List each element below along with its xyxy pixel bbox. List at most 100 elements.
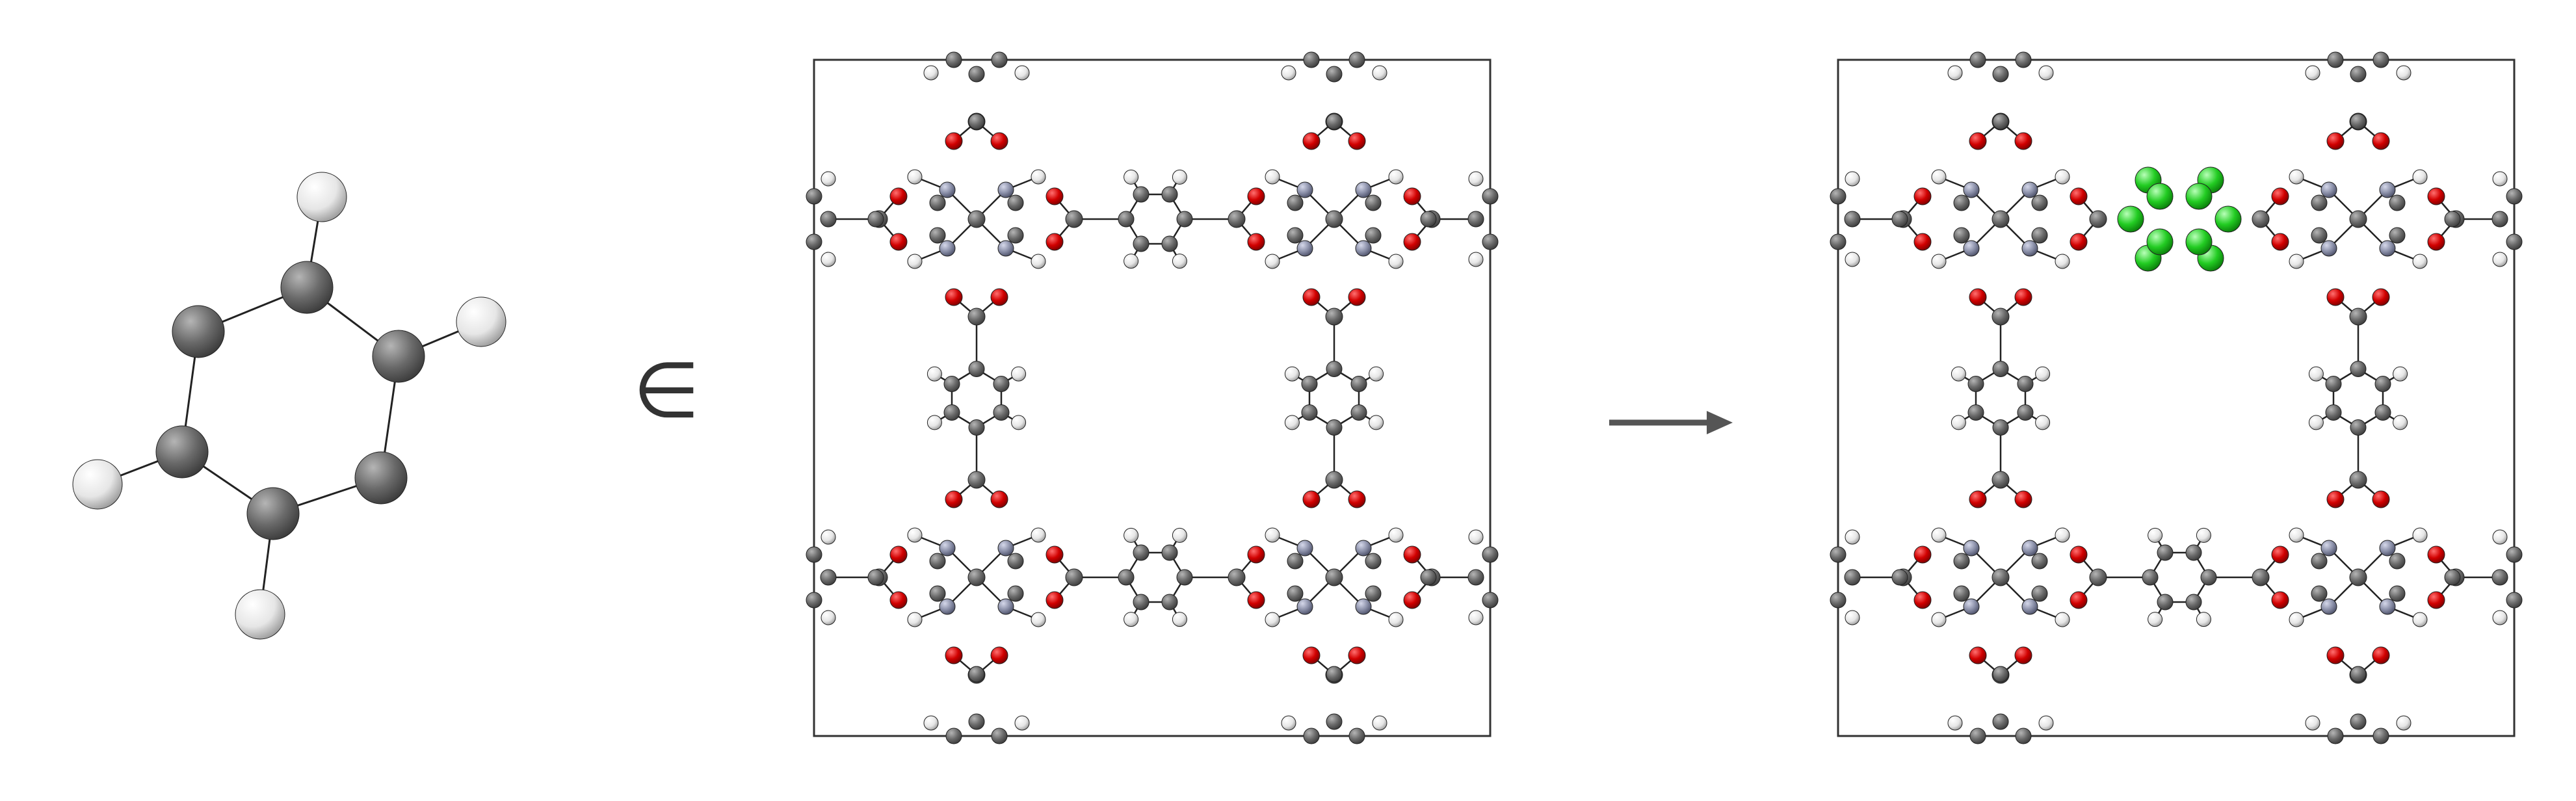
carbon-atom [2350, 66, 2367, 83]
carbon-atom [2327, 728, 2344, 744]
carbon-atom [2506, 592, 2523, 609]
carbon-atom [1133, 594, 1150, 611]
carbon-atom [2389, 553, 2406, 570]
hydrogen-atom [1124, 254, 1139, 269]
carbon-atom [867, 569, 884, 586]
carbon-atom [280, 261, 334, 314]
unit-cell-boundary [813, 59, 1492, 737]
hydrogen-atom [2055, 254, 2070, 269]
oxygen-atom [1969, 132, 1987, 150]
hydrogen-atom [1388, 254, 1404, 269]
carbon-atom [2200, 569, 2217, 586]
carbon-atom [1365, 194, 1382, 211]
carbon-atom [1161, 594, 1178, 611]
oxygen-atom [1403, 187, 1421, 205]
metal-atom [1296, 181, 1313, 198]
hydrogen-atom [1031, 612, 1046, 627]
carbon-atom [1303, 51, 1320, 68]
hydrogen-atom [1931, 612, 1947, 627]
hydrogen-atom [1284, 366, 1300, 382]
hydrogen-atom [2196, 612, 2211, 627]
carbon-atom [806, 188, 822, 205]
hydrogen-atom [1845, 610, 1860, 625]
hydrogen-atom [1172, 169, 1187, 185]
carbon-atom [1991, 471, 2010, 489]
hydrogen-atom [1468, 529, 1484, 545]
carbon-atom [1467, 211, 1484, 228]
carbon-atom [2350, 666, 2367, 683]
oxygen-atom [2070, 591, 2088, 609]
hydrogen-atom [2196, 527, 2211, 543]
carbon-atom [1161, 235, 1178, 252]
hydrogen-atom [296, 172, 347, 222]
carbon-atom [993, 376, 1010, 392]
carbon-atom [172, 305, 225, 358]
carbon-atom [1301, 376, 1318, 392]
carbon-atom [2142, 569, 2159, 586]
carbon-atom [929, 553, 946, 570]
carbon-atom [1953, 553, 1970, 570]
carbon-atom [155, 425, 209, 479]
hydrogen-atom [1369, 415, 1384, 430]
hydrogen-atom [2148, 527, 2163, 543]
carbon-atom [1992, 113, 2009, 130]
metal-atom [2021, 540, 2038, 557]
carbon-atom [1830, 592, 1847, 609]
carbon-atom [806, 546, 822, 563]
carbon-atom [1161, 186, 1178, 203]
carbon-atom [1420, 211, 1437, 228]
hydrogen-atom [1265, 169, 1280, 185]
oxygen-atom [2372, 646, 2390, 664]
carbon-atom [2389, 227, 2406, 244]
oxygen-atom [2427, 545, 2445, 564]
oxygen-atom [1969, 490, 1987, 508]
carbon-atom [2389, 194, 2406, 211]
carbon-atom [2372, 728, 2389, 744]
carbon-atom [1348, 728, 1365, 744]
hydrogen-atom [1031, 527, 1046, 543]
carbon-atom [2327, 51, 2344, 68]
highlighted-atom [2117, 205, 2144, 233]
hydrogen-atom [2412, 254, 2428, 269]
carbon-atom [1482, 233, 1499, 250]
carbon-atom [2350, 419, 2367, 436]
carbon-atom [1287, 227, 1304, 244]
hydrogen-atom [1372, 65, 1387, 81]
oxygen-atom [1913, 233, 1932, 251]
hydrogen-atom [2305, 715, 2320, 731]
hydrogen-atom [2308, 415, 2324, 430]
carbon-atom [1992, 361, 2009, 377]
oxygen-atom [1348, 646, 1366, 664]
oxygen-atom [945, 490, 963, 508]
framework-with-replaced-linker [1830, 51, 2523, 744]
hydrogen-atom [2492, 252, 2508, 267]
hydrogen-atom [2289, 527, 2304, 543]
oxygen-atom [1403, 591, 1421, 609]
carbon-atom [1326, 113, 1343, 130]
carbon-atom [1007, 585, 1024, 602]
carbon-atom [820, 211, 837, 228]
oxygen-atom [2271, 187, 2289, 205]
carbon-atom [806, 233, 822, 250]
metal-atom [997, 598, 1014, 615]
carbon-atom [2374, 404, 2391, 421]
carbon-atom [2031, 227, 2048, 244]
highlighted-atom [2215, 205, 2242, 233]
carbon-atom [2089, 210, 2107, 228]
carbon-atom [1287, 194, 1304, 211]
carbon-atom [1482, 188, 1499, 205]
carbon-atom [2311, 194, 2328, 211]
hydrogen-atom [821, 610, 836, 625]
hydrogen-atom [907, 612, 923, 627]
carbon-atom [1969, 51, 1986, 68]
carbon-atom [1065, 568, 1083, 586]
carbon-atom [1467, 569, 1484, 586]
carbon-atom [1325, 210, 1343, 228]
carbon-atom [1065, 210, 1083, 228]
hydrogen-atom [235, 589, 285, 640]
carbon-atom [2444, 211, 2461, 228]
carbon-atom [1991, 308, 2010, 326]
carbon-atom [967, 308, 986, 326]
oxygen-atom [1348, 132, 1366, 150]
